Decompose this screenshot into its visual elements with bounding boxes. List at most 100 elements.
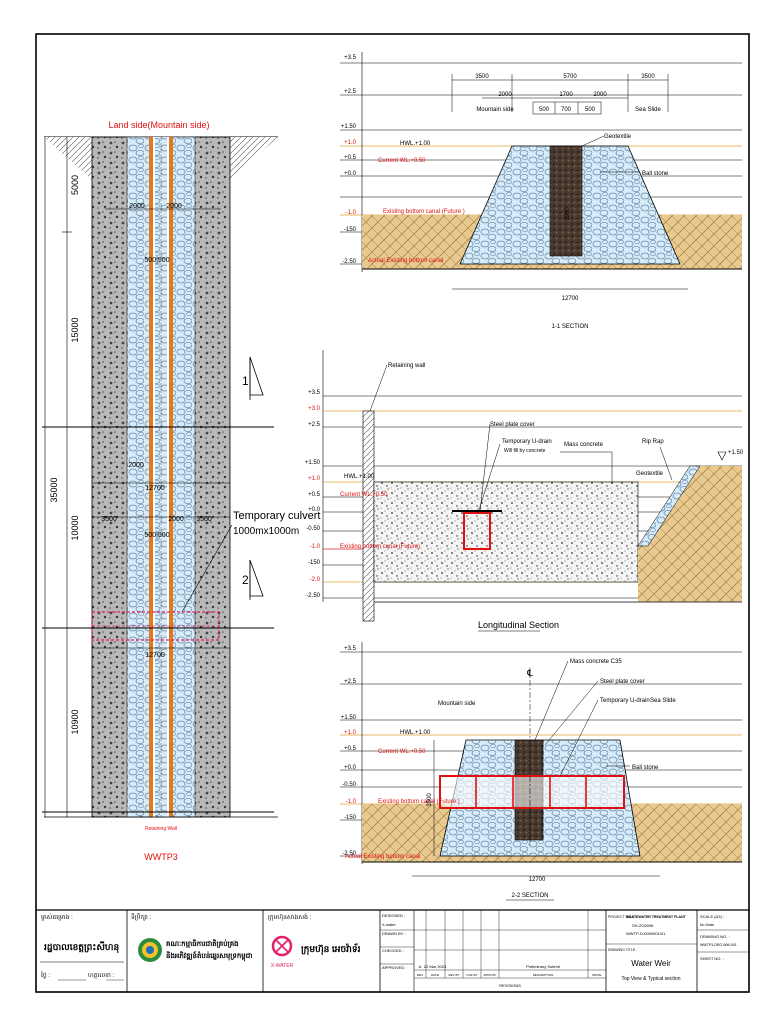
width-dim: 12700 xyxy=(529,877,546,883)
dim-2000-left: 2000 xyxy=(129,203,145,210)
consultant-line1: គណៈកម្មាធិការជាតិគ្រប់គ្រង xyxy=(166,939,239,948)
centerline: ℄ xyxy=(526,668,533,678)
culvert-label: Temporary culvert xyxy=(233,510,320,522)
actual-bottom-label: Actual Existing bottom canal xyxy=(345,854,420,860)
lvl: -1.0 xyxy=(310,544,321,550)
retaining-wall xyxy=(362,410,375,622)
u-drain-label: Temporary U-drain xyxy=(600,698,650,704)
owner-label: ម្ចាស់គម្រោង : xyxy=(41,913,73,921)
section-2-title: 2-2 SECTION xyxy=(511,893,548,899)
height-dim: 3500 xyxy=(427,793,433,807)
retaining-wall-label: Retaining Wall xyxy=(145,826,177,832)
current-wl-label: Current WL.+0.50 xyxy=(378,158,426,164)
rip-rap-label: Rip Rap xyxy=(642,439,664,445)
dim-500-500-top: 500|500 xyxy=(144,257,169,264)
dim: 5700 xyxy=(563,74,577,80)
lvl: +2.5 xyxy=(308,422,321,428)
scale-value: No Scale xyxy=(700,923,714,927)
dim: 2000 xyxy=(498,92,512,98)
drawing-title-label: DRAWING TITLE : xyxy=(608,948,637,952)
dim-10900: 10900 xyxy=(70,709,80,734)
dim-35000: 35000 xyxy=(49,477,59,502)
current-wl-label: Current WL.+0.50 xyxy=(340,492,388,498)
lvl: -1.0 xyxy=(346,210,357,216)
lvl: -150 xyxy=(344,815,357,821)
title-block: ម្ចាស់គម្រោង : រដ្ឋបាលខេត្តព្រះសីហនុ ថ្ង… xyxy=(40,910,749,992)
longitudinal-section: +3.5 +3.0 +2.5 +1.50 +1.0 +0.5 +0.0 -0.5… xyxy=(305,350,744,632)
rev-header: DATE xyxy=(431,973,439,977)
lvl: -0.50 xyxy=(342,782,356,788)
lvl: +3.0 xyxy=(308,406,321,412)
scale-label: SCALE (A3) : xyxy=(700,914,724,919)
width-dim: 12700 xyxy=(562,296,579,302)
u-drain-box xyxy=(439,775,625,809)
lvl: +1.50 xyxy=(341,715,357,721)
section-mark-1: 1 xyxy=(242,374,249,388)
sea-side: Sea Slide xyxy=(635,107,661,113)
steel-plate-label: Steel plate cover xyxy=(490,422,535,428)
rev-header: DESCRIPTION xyxy=(533,973,554,977)
steel-plate-label: Steel plate cover xyxy=(600,679,645,685)
checked-label: CHECKED : xyxy=(382,948,404,953)
contractor-name: ក្រុមហ៊ុន អេចវ៉ាទ័រ xyxy=(301,943,361,956)
consultant-line2: និងអភិវឌ្ឍន៍តំបន់ឆ្នេរសមុទ្រកម្ពុជា xyxy=(166,951,253,962)
retaining-wall-label: Retaining wall xyxy=(388,363,425,369)
lvl: -0.50 xyxy=(306,526,320,532)
drawing-title: Water Weir xyxy=(631,959,671,968)
hwl-label: HWL.+1.00 xyxy=(344,474,375,480)
rev-header: CHK BY xyxy=(466,973,477,977)
designed-by: X-water xyxy=(382,922,396,927)
rev-letter: A xyxy=(419,964,422,969)
lvl: +0.0 xyxy=(308,507,321,513)
mountain-side: Mountain side xyxy=(476,107,514,113)
contractor-logo-text: X-WATER xyxy=(271,963,294,969)
sheet-no-label: SHEET NO. : xyxy=(700,956,724,961)
approved-label: APPROVED : xyxy=(382,965,406,970)
drawing-no: WWTP3-DRG-WW-001 xyxy=(700,943,737,947)
land-side-label: Land side(Mountain side) xyxy=(108,120,209,130)
dim-5000: 5000 xyxy=(70,175,80,195)
hwl-label: HWL.+1.00 xyxy=(400,730,431,736)
date-label: ថ្ងៃ : xyxy=(40,971,50,979)
geotextile-label: Geotextile xyxy=(604,134,632,140)
existing-bottom-label: Existing bottom canal (Future) xyxy=(340,544,420,550)
dim: 3500 xyxy=(641,74,655,80)
ball-stone-label: Ball stone xyxy=(642,171,669,177)
consultant-logo xyxy=(138,938,162,962)
lvl: -2.50 xyxy=(342,259,356,265)
rev-header: APPD BY xyxy=(483,973,496,977)
dim: 1700 xyxy=(559,92,573,98)
dim-10000: 10000 xyxy=(70,515,80,540)
dim: 2000 xyxy=(593,92,607,98)
rev-header: INITIAL xyxy=(592,973,603,977)
project-title-label: PROJECT TITLE : xyxy=(608,915,637,919)
dim-2000-right-mid: 2000 xyxy=(168,516,184,523)
lvl: +2.5 xyxy=(344,679,357,685)
mass-concrete-label: Mass concrete xyxy=(564,442,604,448)
dim-2000-mid: 2000 xyxy=(128,462,144,469)
lvl: +0.5 xyxy=(344,746,357,752)
owner-name: រដ្ឋបាលខេត្តព្រះសីហនុ xyxy=(44,941,119,954)
lvl: +0.5 xyxy=(344,155,357,161)
lvl: -150 xyxy=(344,227,357,233)
dim-500-500-mid: 500|500 xyxy=(144,532,169,539)
dim: 3500 xyxy=(475,74,489,80)
sea-side: Sea Slide xyxy=(650,698,676,704)
lvl: +0.0 xyxy=(344,171,357,177)
dim-15000: 15000 xyxy=(70,317,80,342)
dim-3500-right: 3500 xyxy=(196,516,212,523)
mass-concrete xyxy=(373,481,639,583)
lvl: +1.50 xyxy=(341,124,357,130)
height-dim: 3500 xyxy=(565,207,571,221)
dim: 500 xyxy=(585,107,596,113)
lvl: -2.50 xyxy=(306,593,320,599)
sign-label: ហត្ថលេខា : xyxy=(88,973,115,979)
lvl: -150 xyxy=(308,560,321,566)
project-title: WASTEWATER TREATMENT PLANT xyxy=(626,915,687,919)
culvert-size: 1000mx1000m xyxy=(233,526,299,537)
temporary-u-drain xyxy=(463,512,491,550)
drawn-label: DRAWN BY : xyxy=(382,931,406,936)
rev-desc: Preliminary Submit xyxy=(526,964,560,969)
existing-bottom-label: Existing bottom canal (Future ) xyxy=(378,799,460,805)
lvl: +1.0 xyxy=(308,476,321,482)
